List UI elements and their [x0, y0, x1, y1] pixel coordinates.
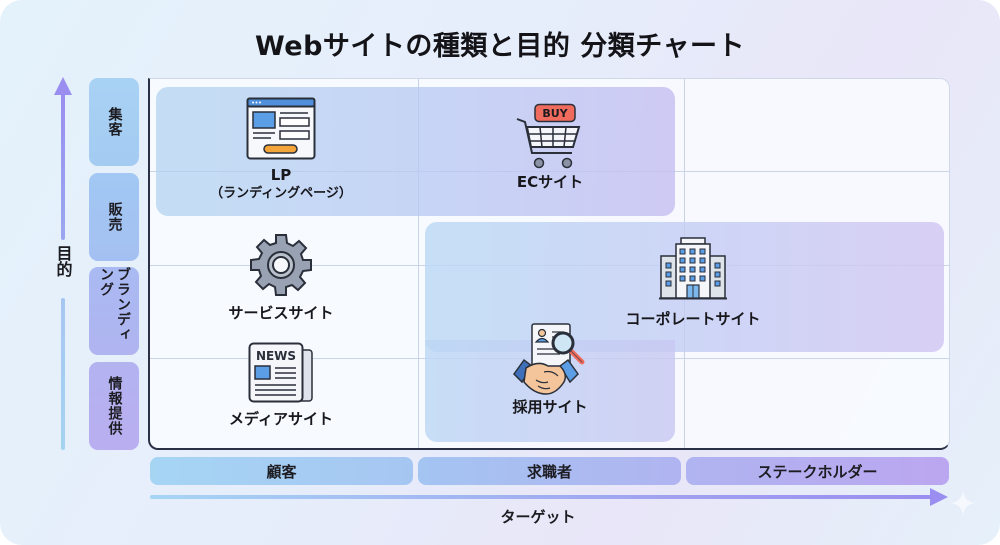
x-axis-label: ターゲット — [500, 508, 576, 526]
column-label-text: ステークホルダー — [757, 462, 878, 481]
column-label-text: 顧客 — [266, 462, 297, 481]
y-axis-label-text: 目的 — [53, 245, 73, 277]
column-label-text: 求職者 — [526, 462, 572, 481]
buy-badge-text: BUY — [542, 107, 568, 120]
item-label: メディアサイト — [229, 410, 333, 428]
row-label-branding: ブランディング — [89, 267, 139, 355]
item-label: コーポレートサイト — [625, 310, 761, 328]
shopping-cart-icon: BUY — [516, 103, 581, 169]
gear-icon — [250, 234, 312, 296]
item-sublabel: （ランディングページ） — [210, 186, 352, 201]
newspaper-icon: NEWS — [248, 342, 313, 403]
y-axis-arrow-head — [54, 77, 72, 95]
item-corporate: コーポレートサイト — [603, 236, 783, 329]
item-service: サービスサイト — [206, 233, 356, 323]
row-label-joho: 情報提供 — [89, 362, 139, 450]
item-label: サービスサイト — [228, 304, 334, 322]
row-label-text: 情報提供 — [106, 376, 123, 436]
row-label-text: 集客 — [106, 107, 123, 137]
x-axis-arrow-head — [930, 488, 948, 506]
y-axis-label: 目的 — [52, 245, 74, 281]
item-media: NEWS メディアサイト — [206, 342, 356, 429]
row-label-shukaku: 集客 — [89, 78, 139, 166]
handshake-icon — [513, 323, 585, 395]
item-ec: BUY ECサイト — [500, 103, 600, 192]
y-axis-arrow — [61, 92, 65, 240]
row-label-hanbai: 販売 — [89, 173, 139, 261]
sparkle-icon — [950, 490, 976, 516]
column-label-job-seeker: 求職者 — [418, 457, 681, 485]
band-lp-ec — [156, 87, 675, 216]
item-label: ECサイト — [516, 173, 584, 191]
column-label-stakeholder: ステークホルダー — [686, 457, 949, 485]
item-label: 採用サイト — [512, 398, 588, 416]
item-label: LP — [270, 166, 292, 184]
chart-title: Webサイトの種類と目的 分類チャート — [254, 31, 746, 62]
item-recruit: 採用サイト — [490, 322, 610, 417]
row-label-text: ブランディング — [98, 267, 131, 342]
column-label-customer: 顧客 — [150, 457, 413, 485]
news-badge-text: NEWS — [256, 349, 296, 363]
grid-line-vertical — [418, 79, 419, 448]
row-label-text: 販売 — [106, 202, 123, 232]
building-icon — [659, 237, 727, 300]
x-axis-arrow — [150, 495, 935, 499]
y-axis-line-lower — [61, 298, 65, 450]
item-lp: LP （ランディングページ） — [198, 97, 364, 203]
landing-page-icon — [246, 97, 316, 160]
